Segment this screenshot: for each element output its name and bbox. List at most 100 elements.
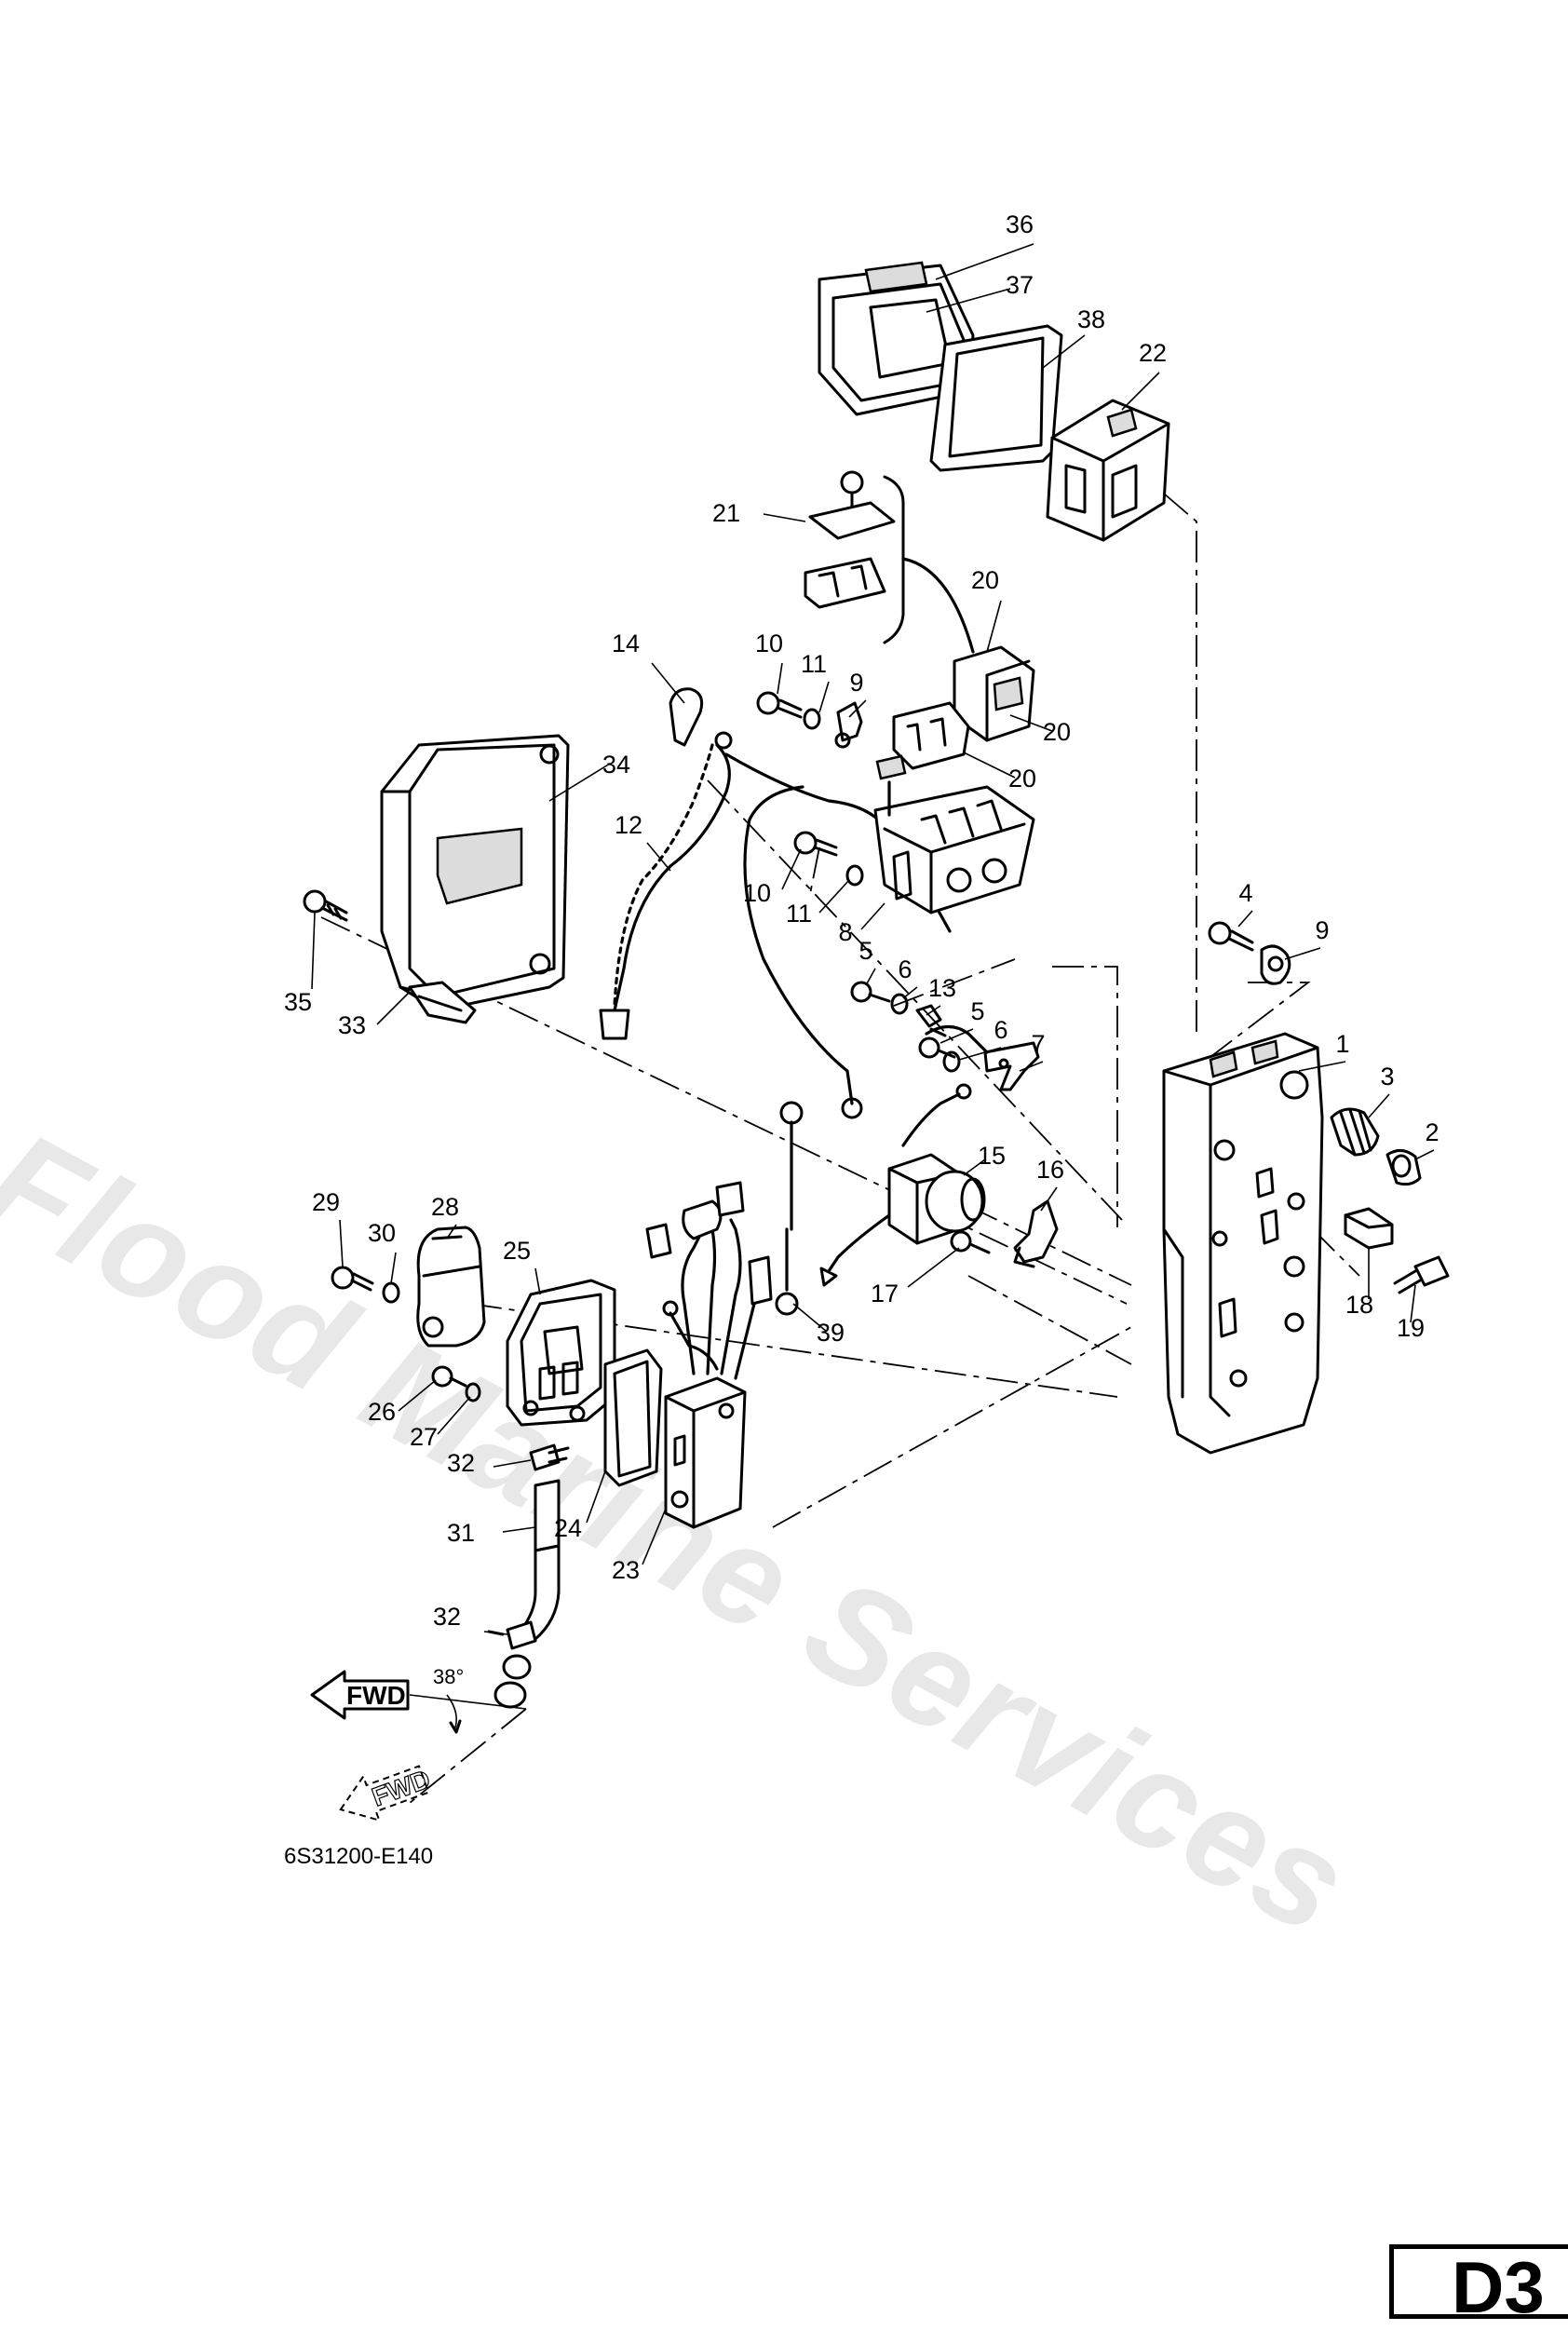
junction-box-cover xyxy=(380,734,570,1024)
leader-line-c28 xyxy=(446,1224,457,1240)
callout-c9a: 9 xyxy=(849,669,863,697)
fwd-ghost-arrow: FWD xyxy=(339,1764,435,1822)
callout-c6b: 6 xyxy=(994,1016,1007,1044)
leader-line-c19 xyxy=(1410,1284,1416,1323)
callout-c24: 24 xyxy=(554,1514,582,1542)
callout-c11b: 11 xyxy=(786,900,812,928)
hardware-10-11-9-upper xyxy=(756,691,863,749)
callout-c16: 16 xyxy=(1036,1156,1064,1184)
callout-c22: 22 xyxy=(1139,339,1167,367)
leader-line-c2 xyxy=(1414,1149,1435,1160)
grommet-3-and-cap-2 xyxy=(1330,1107,1422,1186)
section-tab: D3 xyxy=(1389,2244,1568,2328)
leader-line-c29 xyxy=(339,1219,344,1267)
leader-lines xyxy=(311,243,1435,1635)
cover-assembly xyxy=(818,261,1063,472)
callout-c23: 23 xyxy=(612,1556,640,1584)
callout-c12: 12 xyxy=(615,811,642,839)
leader-line-c14 xyxy=(651,662,685,704)
hose-31-clamps-32 xyxy=(487,1443,570,1709)
leader-line-c5b xyxy=(939,1028,974,1044)
relay-15-bracket-16-bolt-17 xyxy=(819,1083,1059,1287)
leader-line-c15 xyxy=(963,1158,986,1176)
callout-c10a: 10 xyxy=(755,630,783,657)
leader-line-c35 xyxy=(311,912,316,990)
leader-line-c32a xyxy=(493,1459,532,1468)
callout-c2: 2 xyxy=(1425,1118,1439,1146)
callout-c8: 8 xyxy=(838,918,852,946)
callout-c36: 36 xyxy=(1006,210,1034,238)
leader-line-c9b xyxy=(1284,947,1321,960)
coupler-connectors xyxy=(892,645,1035,770)
leader-line-c20b xyxy=(1009,714,1053,732)
callout-c20c: 20 xyxy=(1008,765,1036,792)
callout-c4: 4 xyxy=(1238,879,1252,907)
leader-line-c9a xyxy=(848,699,867,718)
callout-c32a: 32 xyxy=(447,1449,475,1477)
callout-c1: 1 xyxy=(1335,1030,1349,1058)
cable-12-and-cap-14 xyxy=(599,687,733,1040)
callout-c13: 13 xyxy=(928,974,956,1002)
leader-line-c26 xyxy=(398,1379,437,1412)
callout-c32b: 32 xyxy=(433,1603,461,1631)
cable-39 xyxy=(775,1101,804,1316)
leader-line-c39 xyxy=(792,1303,828,1333)
callout-c29: 29 xyxy=(312,1188,340,1216)
leader-line-c4 xyxy=(1237,910,1253,928)
leader-line-c7 xyxy=(1019,1061,1044,1072)
leader-line-c13 xyxy=(926,1005,941,1016)
callout-c28: 28 xyxy=(431,1193,459,1221)
callout-c19: 19 xyxy=(1397,1314,1425,1342)
leader-line-c6a xyxy=(902,986,918,999)
fwd-label: FWD xyxy=(346,1681,406,1710)
callout-c30: 30 xyxy=(368,1219,396,1247)
callout-c9b: 9 xyxy=(1315,916,1329,944)
callout-c39: 39 xyxy=(817,1319,845,1347)
hardware-4-9-right xyxy=(1208,921,1291,985)
callout-c37: 37 xyxy=(1006,271,1034,299)
cdi-unit-23-gasket-24 xyxy=(603,1181,773,1529)
callout-c5a: 5 xyxy=(858,937,872,965)
leader-line-c10a xyxy=(777,662,783,695)
leader-line-c6b xyxy=(958,1047,1002,1061)
leader-line-c27 xyxy=(437,1396,471,1435)
rectifier-8 xyxy=(873,754,1035,914)
diagram-reference-code: 6S31200-E140 xyxy=(284,1844,434,1869)
bolt-35 xyxy=(303,889,348,922)
callout-c25: 25 xyxy=(503,1237,531,1265)
callout-c34: 34 xyxy=(602,751,630,779)
leader-line-c23 xyxy=(642,1508,667,1565)
callout-c26: 26 xyxy=(368,1398,396,1426)
leader-line-c21 xyxy=(763,513,806,522)
callout-c11a: 11 xyxy=(801,650,827,678)
leader-line-c8 xyxy=(860,902,885,930)
leader-line-c31 xyxy=(502,1526,536,1533)
callout-c15: 15 xyxy=(978,1142,1006,1170)
callout-c31: 31 xyxy=(447,1519,475,1547)
holder-28-bolt-29-washer-30 xyxy=(331,1226,486,1348)
leader-line-c24 xyxy=(586,1470,606,1524)
clip-18-screw-19 xyxy=(1344,1207,1450,1294)
leader-line-c33 xyxy=(376,991,411,1025)
forward-direction-indicator: FWD 38° FWD xyxy=(310,1665,527,1822)
callout-c17: 17 xyxy=(871,1280,899,1307)
leader-line-c10b xyxy=(781,848,802,890)
bracket-25-bolt-26-washer-27 xyxy=(431,1279,616,1427)
callout-c27: 27 xyxy=(410,1423,438,1451)
section-label: D3 xyxy=(1452,2246,1545,2328)
leader-line-c30 xyxy=(390,1252,397,1284)
leader-line-c36 xyxy=(935,243,1034,280)
leader-line-c20a xyxy=(986,600,1002,653)
callout-c3: 3 xyxy=(1380,1063,1394,1090)
leader-line-c22 xyxy=(1121,372,1160,411)
leader-line-c38 xyxy=(1042,334,1086,369)
callout-c6a: 6 xyxy=(898,955,912,983)
leader-line-c37 xyxy=(926,288,1011,313)
relay-block xyxy=(1046,399,1170,542)
main-bracket-1 xyxy=(1162,1032,1324,1455)
fwd-ghost-label: FWD xyxy=(368,1765,434,1812)
callout-c35: 35 xyxy=(284,988,312,1016)
leader-line-c11a xyxy=(818,681,830,713)
